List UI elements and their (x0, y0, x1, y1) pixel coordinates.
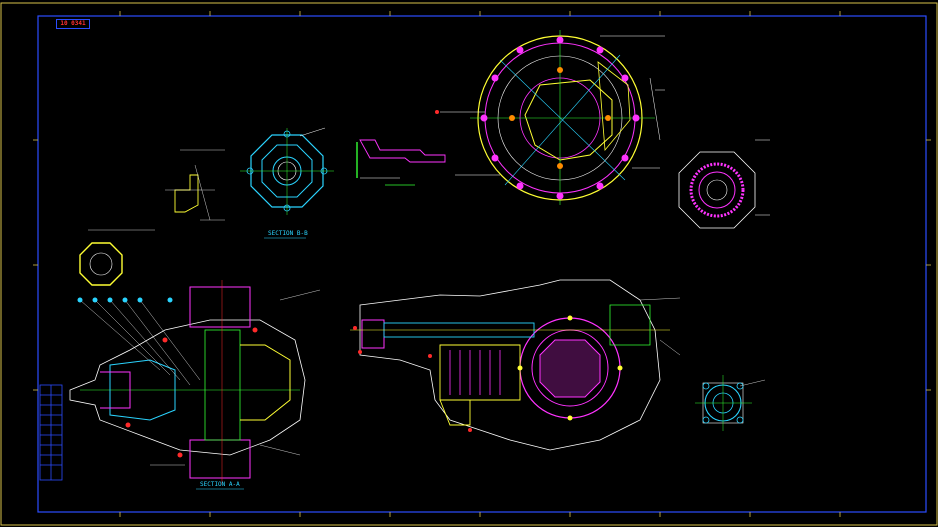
section-b-view (240, 127, 334, 215)
gear-housing-icon (350, 279, 681, 451)
section-a-label: SECTION A-A (200, 481, 240, 488)
inner-frame (37, 15, 927, 513)
seal-detail (356, 139, 446, 186)
section-b-label: SECTION B-B (268, 230, 308, 237)
title-block (39, 384, 63, 481)
circular-flange-icon (435, 30, 665, 205)
bottom-right-flange (695, 375, 766, 431)
small-flange-view (678, 139, 770, 229)
frame-ticks (33, 11, 931, 517)
detail-profile (165, 149, 225, 221)
yellow-flange-small (79, 229, 155, 286)
axle-cross-section-icon (69, 280, 321, 485)
drawing-number-tag: 10 0341 (56, 19, 90, 29)
